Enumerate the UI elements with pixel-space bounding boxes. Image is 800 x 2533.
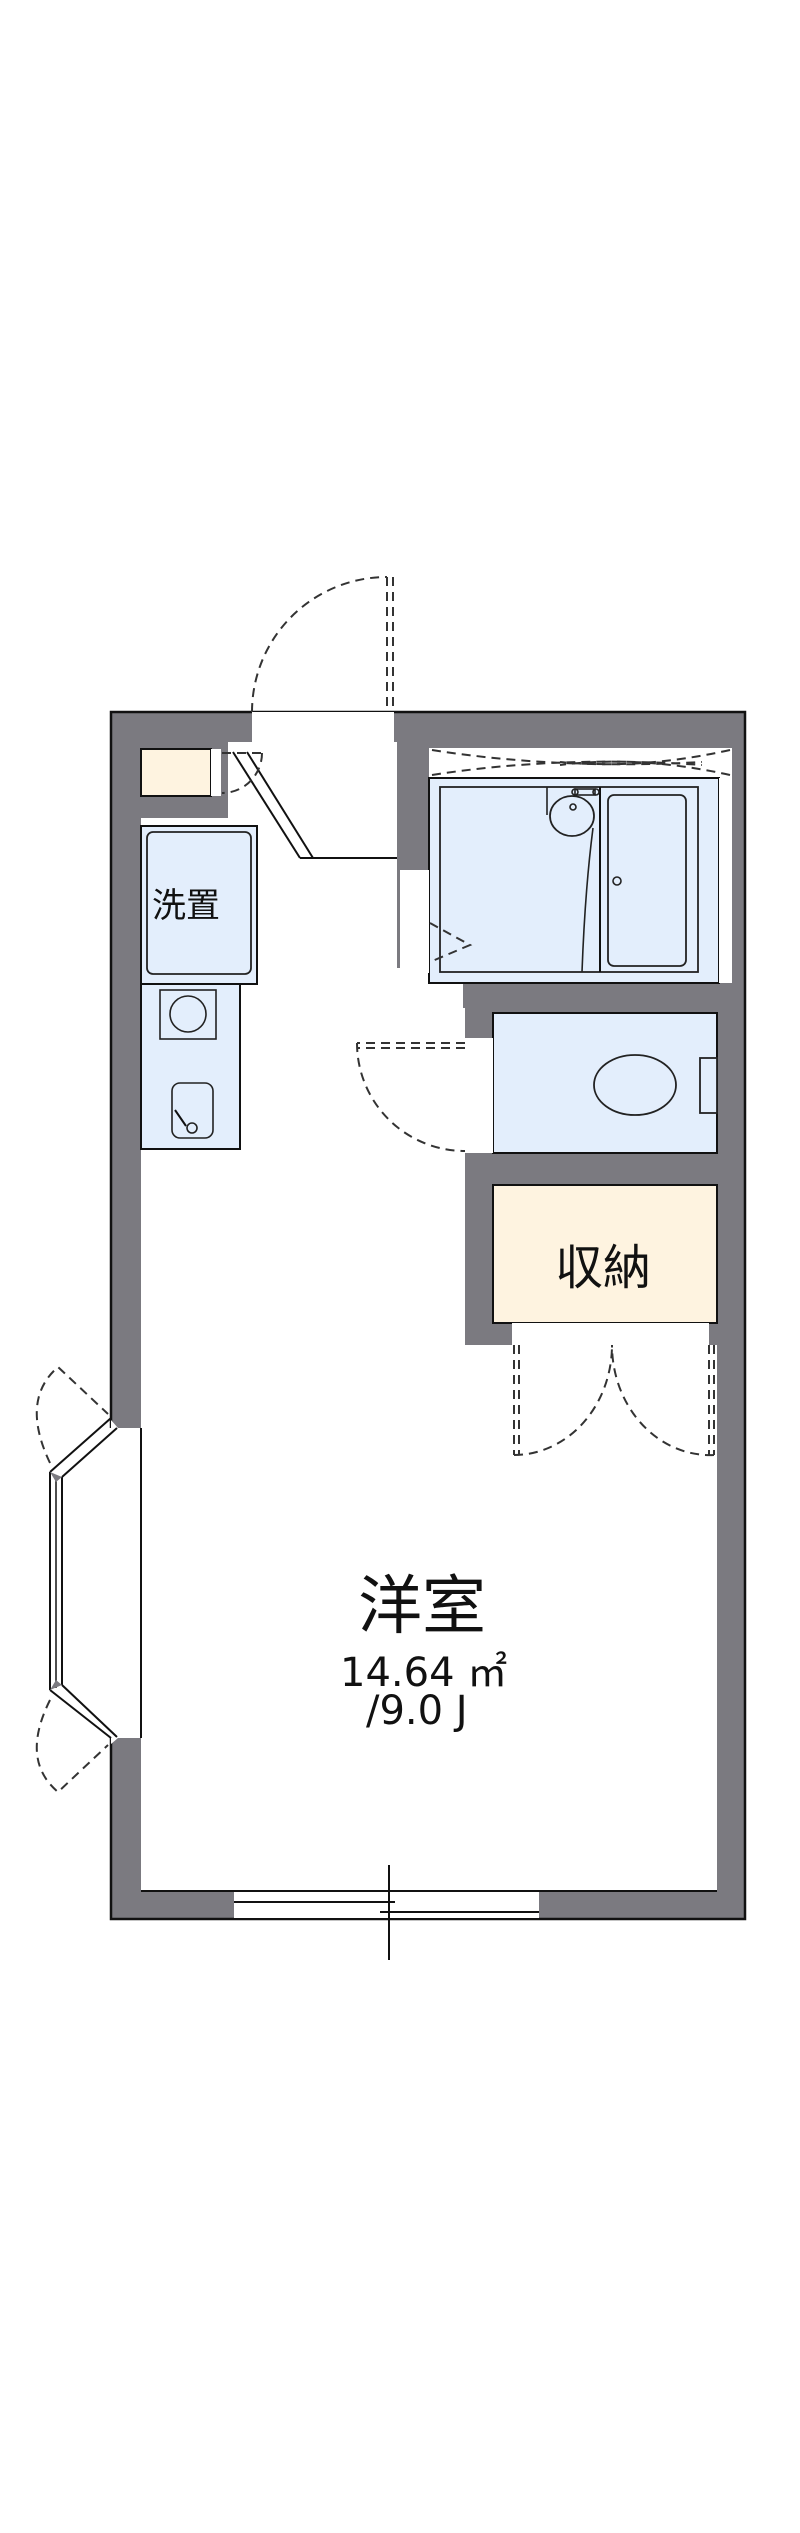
bath-tub-icon [607,794,687,967]
interior-floor [141,712,717,1891]
laundry-label: 洗置 [152,886,220,926]
sink-icon [171,1082,214,1139]
kitchen-counter [140,983,241,1150]
room-area-label: 14.64 ㎡ [340,1650,508,1696]
bay-window-icon [35,1365,142,1794]
entrance-step [140,748,212,797]
shoe-cabinet-icon [221,751,397,859]
laundry-area [140,825,258,985]
storage-label: 収納 [555,1240,652,1296]
closet-double-door-icon [513,1344,715,1457]
room-tatami-label: /9.0 J [366,1688,468,1734]
storage-closet [492,1184,718,1345]
western-room-label: 洋室 [358,1570,486,1644]
sliding-window-icon [141,1865,717,1960]
entrance-gap [211,749,221,796]
toilet-icon [593,1054,718,1116]
stove-icon [159,989,217,1040]
entrance-door-icon [251,576,394,713]
washbasin-icon [546,787,600,973]
bathroom-door-opening [400,870,429,973]
bathroom [400,748,732,984]
toilet-room [356,1012,718,1154]
